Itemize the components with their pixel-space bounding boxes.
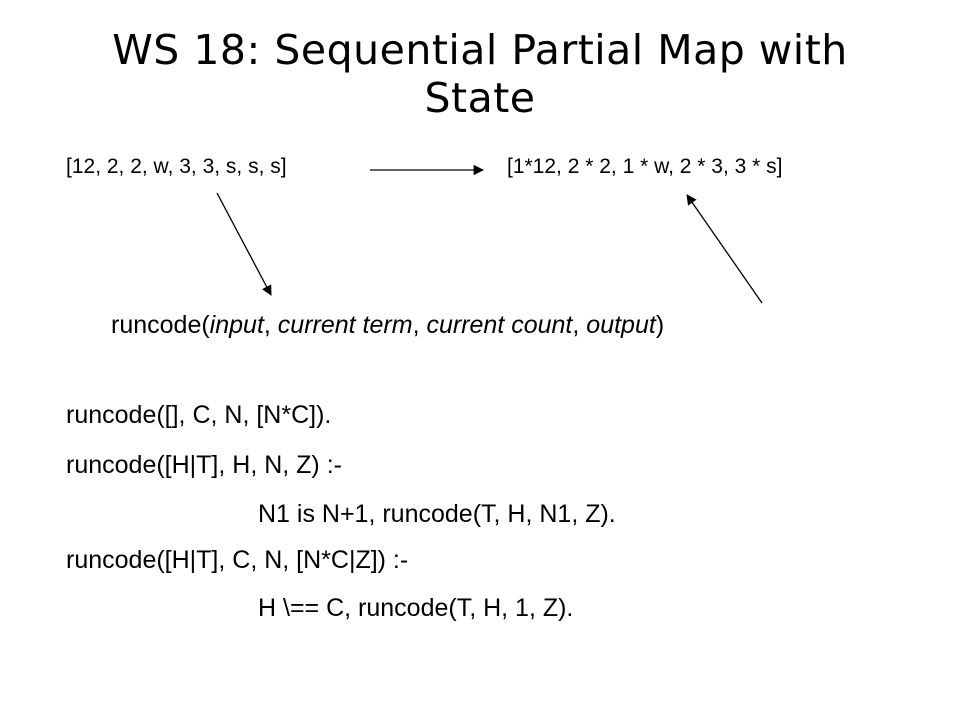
- arrow-input-to-signature: [216, 192, 272, 296]
- code-line: runcode([], C, N, [N*C]).: [66, 401, 332, 429]
- code-line: N1 is N+1, runcode(T, H, N1, Z).: [258, 500, 616, 528]
- code-line: runcode([H|T], C, N, [N*C|Z]) :-: [66, 546, 409, 574]
- signature-arg-output: output: [586, 311, 656, 339]
- code-line: H \== C, runcode(T, H, 1, Z).: [258, 594, 574, 622]
- slide-title: WS 18: Sequential Partial Map with State: [112, 26, 848, 122]
- arrow-signature-to-output: [686, 194, 763, 304]
- output-list: [1*12, 2 * 2, 1 * w, 2 * 3, 3 * s]: [507, 155, 783, 178]
- signature-arg-input: input: [209, 311, 264, 339]
- signature-arg-current-term: current term: [277, 311, 413, 339]
- signature-arg-current-count: current count: [426, 311, 573, 339]
- signature-sep: ,: [572, 311, 587, 339]
- signature-sep: ,: [412, 311, 427, 339]
- signature-prefix: runcode(: [111, 311, 210, 339]
- signature-suffix: ): [655, 311, 665, 339]
- signature-sep: ,: [263, 311, 278, 339]
- code-line: runcode([H|T], H, N, Z) :-: [66, 451, 342, 479]
- input-list: [12, 2, 2, w, 3, 3, s, s, s]: [66, 155, 287, 178]
- runcode-signature: runcode(input, current term, current cou…: [111, 311, 664, 340]
